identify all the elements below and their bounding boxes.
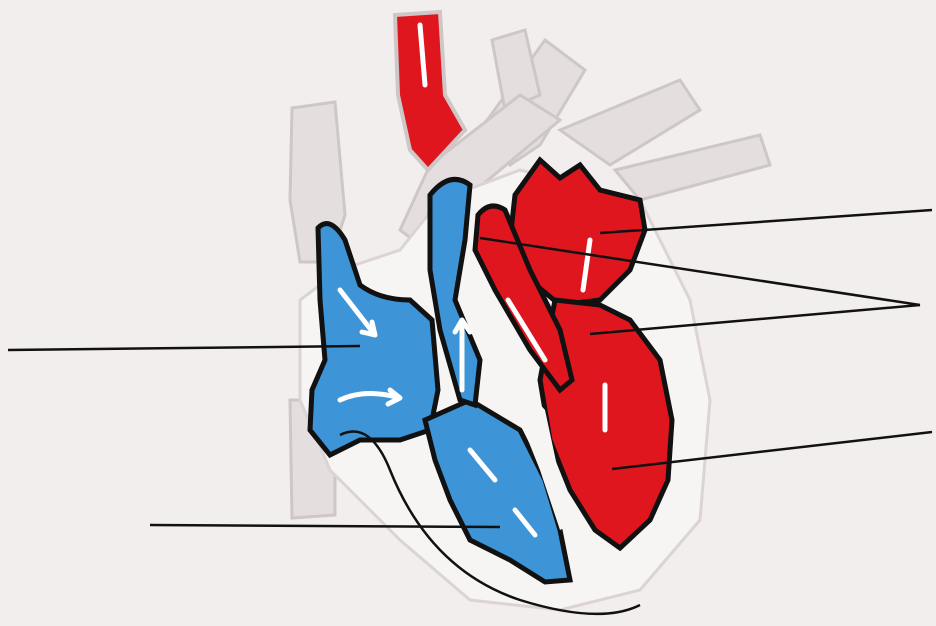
heart-diagram bbox=[0, 0, 936, 626]
